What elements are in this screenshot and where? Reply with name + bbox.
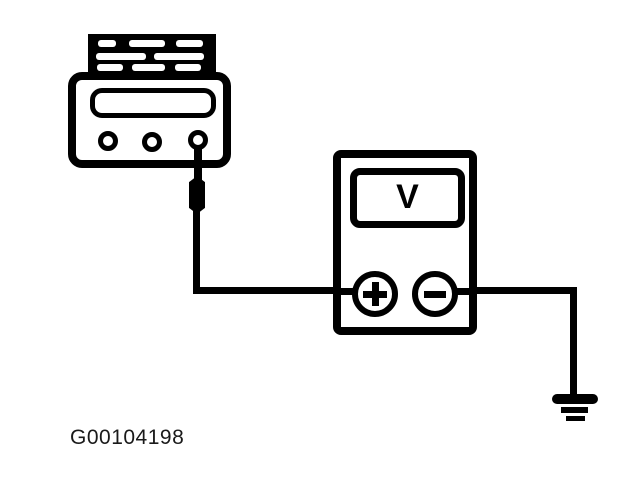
ground-bar-2 [561, 407, 588, 413]
minus-icon [424, 290, 446, 298]
wire-to-ground-vertical [570, 287, 577, 396]
test-probe-icon [189, 176, 205, 214]
connector-slot [154, 53, 204, 60]
connector-slot [132, 64, 165, 71]
connector-slot [176, 40, 203, 47]
connector-slot [96, 53, 146, 60]
figure-caption: G00104198 [70, 426, 185, 449]
wire-probe-down [193, 210, 200, 294]
voltmeter-display-label: V [396, 178, 419, 216]
connector-slot [175, 64, 201, 71]
connector-slot [97, 64, 123, 71]
wire-to-ground-horizontal [472, 287, 577, 294]
negative-terminal [412, 271, 458, 317]
module-terminal-2 [142, 132, 162, 152]
connector-slot [98, 40, 116, 47]
connector-block-icon [88, 34, 216, 72]
module-terminal-1 [98, 131, 118, 151]
positive-terminal [352, 271, 398, 317]
plus-icon [371, 282, 379, 306]
probe-stem [194, 147, 202, 180]
ground-bar-3 [566, 416, 585, 421]
wire-stub-positive [339, 288, 354, 295]
module-body [68, 72, 231, 168]
voltmeter-display: V [350, 168, 465, 228]
module-display-window [90, 88, 216, 118]
ground-bar-1 [552, 394, 598, 404]
wire-stub-negative [454, 288, 476, 295]
connector-slot [129, 40, 165, 47]
wire-to-voltmeter [193, 287, 341, 294]
